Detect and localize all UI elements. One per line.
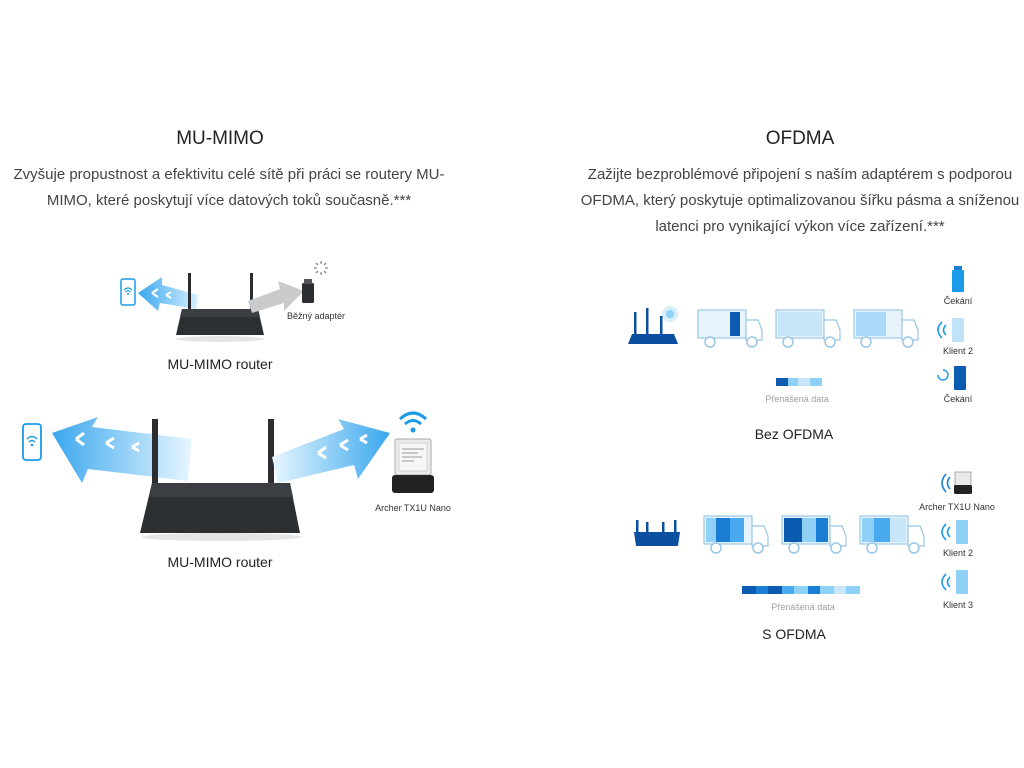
truck-icon bbox=[853, 309, 919, 348]
without-ofdma-caption: Bez OFDMA bbox=[754, 426, 834, 442]
router-small-icon bbox=[176, 273, 264, 342]
router-blue-icon bbox=[628, 306, 678, 344]
data-stream-arrow-left bbox=[138, 277, 198, 311]
truck-icon bbox=[703, 515, 769, 554]
client-label-client2: Klient 2 bbox=[942, 548, 974, 558]
client-device-icon bbox=[952, 266, 964, 292]
signal-waves-icon bbox=[941, 473, 951, 493]
truck-icon bbox=[775, 309, 841, 348]
regular-adapter-label: Běžný adaptér bbox=[286, 311, 346, 321]
client-device-icon bbox=[956, 520, 968, 544]
phone-icon bbox=[120, 278, 136, 306]
client-label-archer: Archer TX1U Nano bbox=[919, 502, 995, 512]
client-label-client2: Klient 2 bbox=[942, 346, 974, 356]
mumimo-top-diagram: Běžný adaptér bbox=[110, 255, 370, 355]
truck-icon bbox=[697, 309, 763, 348]
transmitted-data-bar bbox=[776, 378, 822, 386]
ofdma-description: Zažijte bezproblémové připojení s naším … bbox=[580, 166, 1020, 235]
phone-icon bbox=[22, 423, 42, 461]
signal-waves-icon bbox=[941, 573, 951, 591]
signal-waves-icon bbox=[941, 523, 951, 541]
ofdma-title: OFDMA bbox=[765, 128, 835, 149]
mumimo-bottom-diagram: Archer TX1U Nano bbox=[10, 405, 480, 555]
router-blue-icon bbox=[634, 520, 680, 546]
truck-icon bbox=[781, 515, 847, 554]
transmitted-data-label: Přenášená data bbox=[771, 602, 835, 612]
transmitted-data-bar bbox=[742, 586, 860, 594]
client-label-client3: Klient 3 bbox=[942, 600, 974, 610]
loading-spinner-icon bbox=[937, 369, 949, 381]
mumimo-description: Zvyšuje propustnost a efektivitu celé sí… bbox=[13, 166, 445, 209]
signal-waves-icon bbox=[937, 321, 947, 339]
client-device-icon bbox=[952, 318, 964, 342]
client-label-waiting: Čekání bbox=[943, 296, 973, 306]
with-ofdma-diagram: Přenášená data Archer TX1U Nano Klient 2… bbox=[620, 466, 1024, 626]
client-device-icon bbox=[956, 570, 968, 594]
archer-tx1u-nano-icon bbox=[954, 471, 972, 494]
archer-tx1u-nano-icon bbox=[392, 438, 434, 493]
client-device-icon bbox=[954, 366, 966, 390]
truck-icon bbox=[859, 515, 925, 554]
mumimo-bottom-router-caption: MU-MIMO router bbox=[167, 554, 273, 570]
mumimo-top-router-caption: MU-MIMO router bbox=[167, 356, 273, 372]
wifi-icon bbox=[398, 411, 428, 433]
archer-adapter-label: Archer TX1U Nano bbox=[375, 503, 451, 513]
loading-spinner-icon bbox=[314, 261, 328, 275]
data-stream-arrow-right bbox=[248, 281, 304, 313]
router-large-icon bbox=[140, 419, 302, 541]
with-ofdma-caption: S OFDMA bbox=[762, 626, 826, 642]
transmitted-data-label: Přenášená data bbox=[765, 394, 829, 404]
mumimo-title: MU-MIMO bbox=[176, 128, 264, 149]
usb-adapter-icon bbox=[302, 279, 314, 303]
data-stream-arrow-right bbox=[272, 419, 390, 483]
client-label-waiting: Čekání bbox=[943, 394, 973, 404]
without-ofdma-diagram: Přenášená data Čekání Klient 2 Čekání bbox=[620, 260, 1020, 420]
